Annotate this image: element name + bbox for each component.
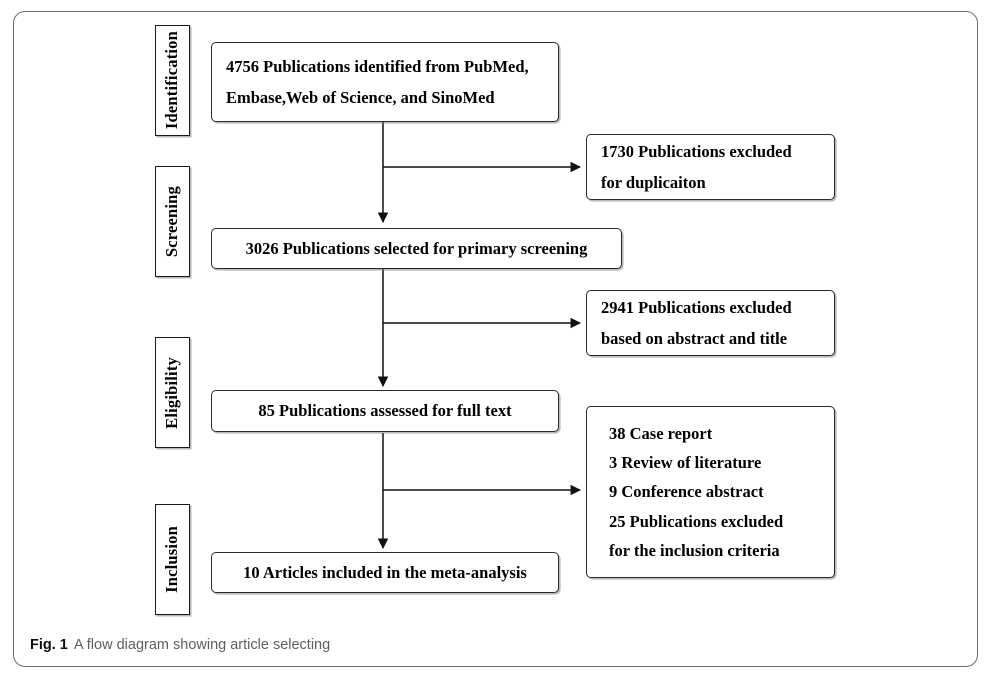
figure-caption-number: Fig. 1: [30, 637, 68, 653]
stage-label-eligibility: Eligibility: [162, 356, 182, 429]
box-excluded-abstract-title-line-2: based on abstract and title: [601, 329, 788, 348]
stage-box-inclusion: Inclusion: [155, 504, 190, 615]
box-excluded-full-text-line-5: for the inclusion criteria: [609, 541, 780, 561]
box-excluded-full-text: 38 Case report 3 Review of literature 9 …: [586, 406, 835, 578]
box-excluded-full-text-line-2: 3 Review of literature: [609, 452, 762, 472]
box-excluded-full-text-line-4: 25 Publications excluded: [609, 511, 784, 531]
box-excluded-duplicates-line-2: for duplicaiton: [601, 173, 706, 192]
box-excluded-duplicates: 1730 Publications excluded for duplicait…: [586, 134, 835, 200]
stage-box-identification: Identification: [155, 25, 190, 136]
box-records-identified-line-2: Embase,Web of Science, and SinoMed: [226, 88, 495, 107]
box-studies-included: 10 Articles included in the meta-analysi…: [211, 552, 559, 593]
box-studies-included-line-1: 10 Articles included in the meta-analysi…: [243, 562, 527, 582]
box-full-text-assessed-line-1: 85 Publications assessed for full text: [258, 401, 512, 421]
stage-label-inclusion: Inclusion: [162, 526, 182, 593]
box-records-screened: 3026 Publications selected for primary s…: [211, 228, 622, 269]
stage-box-eligibility: Eligibility: [155, 337, 190, 448]
box-excluded-full-text-line-1: 38 Case report: [609, 423, 713, 443]
stage-label-screening: Screening: [162, 185, 182, 258]
figure-caption-text: A flow diagram showing article selecting: [73, 637, 331, 653]
figure-caption: Fig. 1 A flow diagram showing article sel…: [30, 637, 330, 653]
box-excluded-duplicates-line-1: 1730 Publications excluded: [601, 141, 792, 161]
stage-label-identification: Identification: [162, 31, 182, 130]
box-records-identified-line-1: 4756 Publications identified from PubMed…: [226, 56, 529, 76]
box-records-identified: 4756 Publications identified from PubMed…: [211, 42, 559, 122]
box-excluded-full-text-line-3: 9 Conference abstract: [609, 482, 764, 502]
stage-box-screening: Screening: [155, 166, 190, 277]
box-full-text-assessed: 85 Publications assessed for full text: [211, 390, 559, 432]
box-excluded-abstract-title-line-1: 2941 Publications excluded: [601, 297, 792, 317]
box-excluded-abstract-title: 2941 Publications excluded based on abst…: [586, 290, 835, 356]
box-records-screened-line-1: 3026 Publications selected for primary s…: [245, 238, 588, 258]
